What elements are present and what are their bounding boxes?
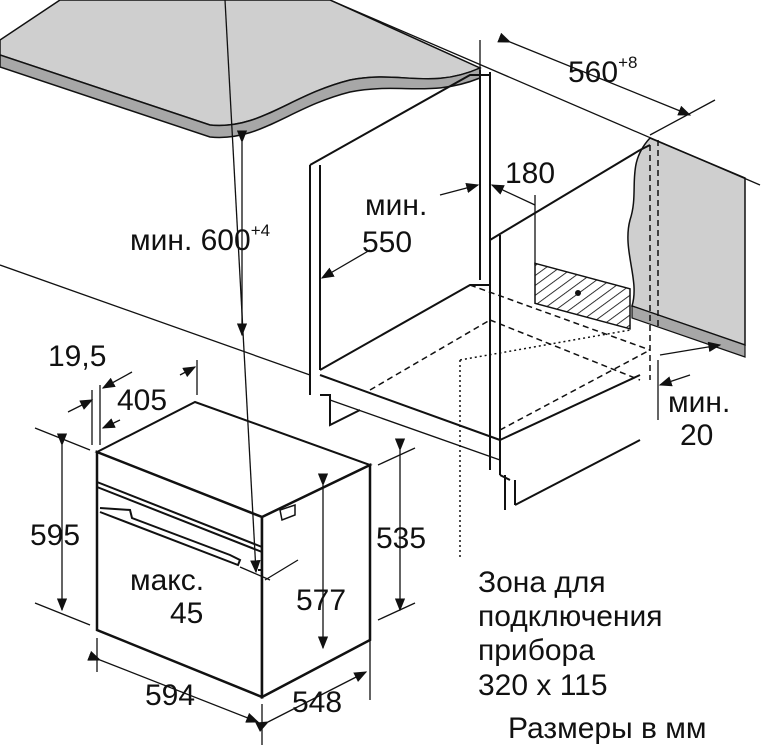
dimension-535: 535 [376, 522, 426, 555]
dimension-548: 548 [292, 686, 342, 719]
dimension-min-label: мин. [365, 189, 427, 222]
dimension-min-20-label: мин. [668, 386, 730, 419]
connection-zone-hatch [534, 262, 631, 330]
units-note: Размеры в мм [508, 712, 707, 745]
svg-text:подключения: подключения [478, 600, 662, 633]
left-countertop [0, 0, 482, 139]
svg-text:мин. 600+4: мин. 600+4 [130, 221, 270, 257]
dimension-min-600: мин. 600+4 [130, 221, 270, 257]
dimension-405: 405 [117, 384, 167, 417]
dimension-595: 595 [30, 519, 80, 552]
oven [94, 400, 373, 700]
dimension-45: 45 [170, 597, 203, 630]
svg-text:560+8: 560+8 [568, 53, 637, 89]
svg-text:Зона для: Зона для [478, 566, 606, 599]
svg-text:320 x 115: 320 x 115 [478, 669, 608, 702]
connection-zone-label: Зона для подключения прибора 320 x 115 [478, 566, 662, 702]
cabinet-outline [0, 0, 761, 560]
dimension-lines [34, 0, 722, 745]
dimension-19-5: 19,5 [48, 340, 106, 373]
dimension-niche-width: 560+8 [568, 53, 637, 89]
dimension-niche-depth: 550 [362, 226, 412, 259]
dimension-180: 180 [505, 157, 555, 190]
dimension-594: 594 [145, 679, 195, 712]
dimension-577: 577 [296, 584, 346, 617]
dimension-20: 20 [680, 419, 713, 452]
dimension-max-label: макс. [130, 564, 204, 597]
svg-text:прибора: прибора [478, 634, 595, 667]
